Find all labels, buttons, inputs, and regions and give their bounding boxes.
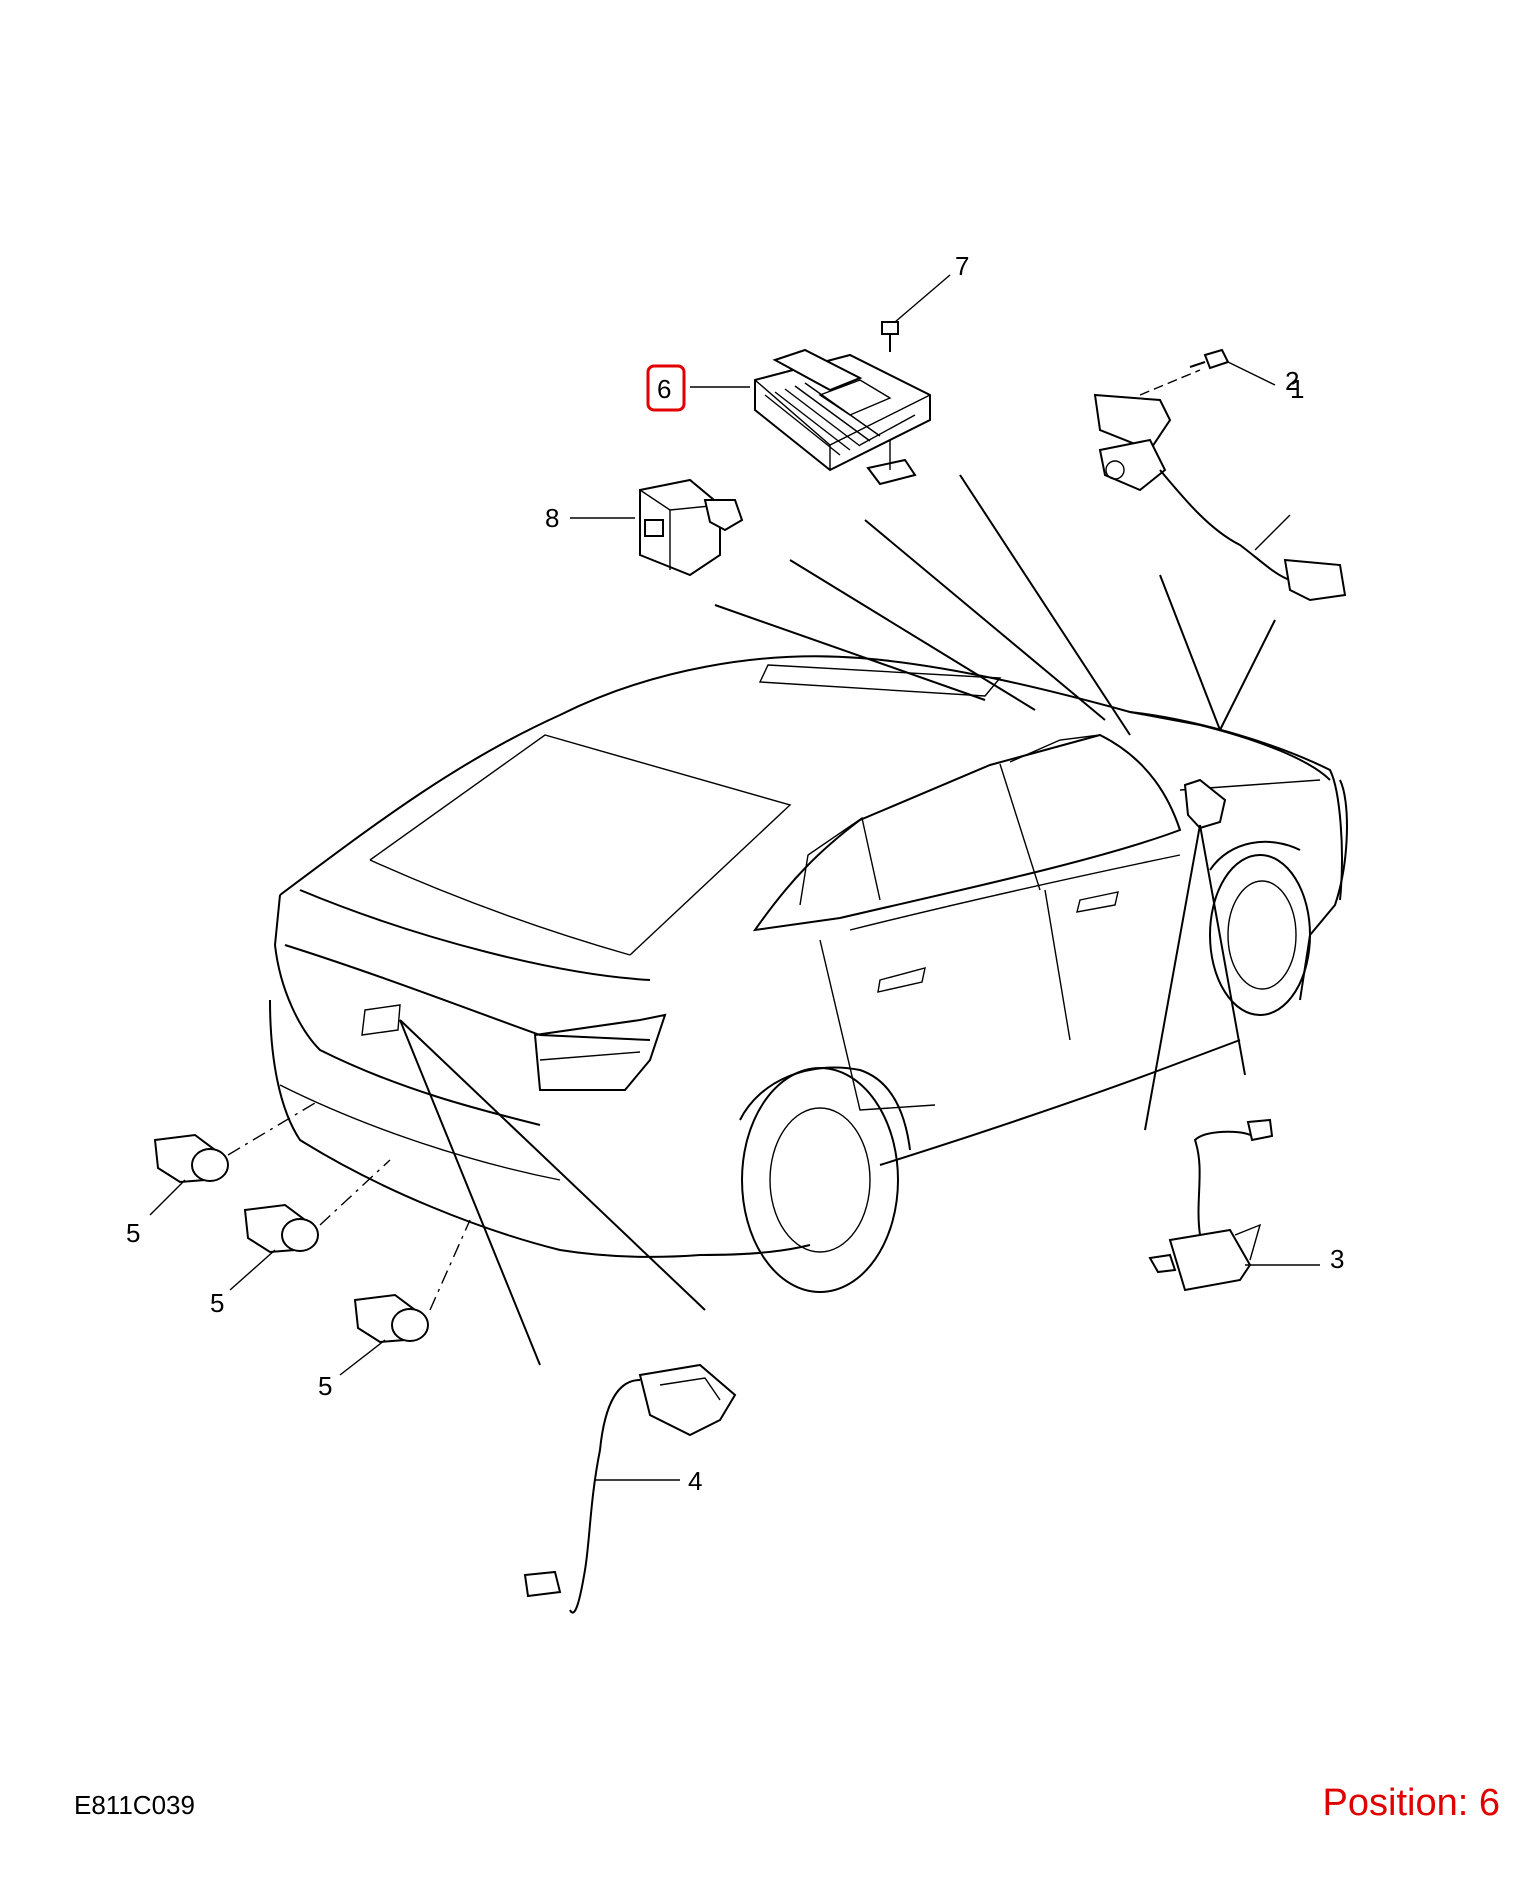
callout-5b[interactable]: 5 [210,1288,224,1318]
callout-5c[interactable]: 5 [318,1371,332,1401]
callout-8[interactable]: 8 [545,503,559,533]
callout-5a[interactable]: 5 [126,1218,140,1248]
bolt-part-7[interactable] [881,274,951,352]
sensor-part-8[interactable] [570,478,744,577]
callout-4[interactable]: 4 [688,1466,702,1496]
side-camera-part-3[interactable] [1148,1118,1320,1292]
selection-highlight [646,364,686,412]
parking-sensor-part-5b[interactable] [229,1203,319,1291]
callout-2[interactable]: 2 [1285,366,1299,396]
position-indicator: Position: 6 [1322,1782,1500,1824]
callout-3[interactable]: 3 [1330,1244,1344,1274]
control-module-part[interactable] [754,348,931,486]
callout-7[interactable]: 7 [955,251,969,281]
bolt-part-2[interactable] [1139,348,1276,396]
callout-6: 6 [657,374,671,404]
leader-lines [227,474,1276,1366]
parking-sensor-part-5a[interactable] [149,1133,229,1216]
callout-6-selected[interactable]: 6 [646,364,750,412]
camera-part-1[interactable] [1093,393,1347,602]
diagram-reference-code: E811C039 [74,1790,195,1820]
harness-part-4[interactable] [523,1363,737,1614]
callout-1[interactable]: 1 [1290,374,1304,404]
parking-sensor-part-5c[interactable] [339,1293,429,1376]
vehicle-outline [269,655,1348,1293]
